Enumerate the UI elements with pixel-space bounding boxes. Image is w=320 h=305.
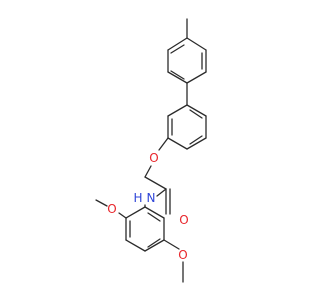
meta-methoxy-oxygen-label: O [178, 248, 187, 262]
top-phenyl-ring [167, 37, 207, 84]
bond-aryl-ortho-oxygen [118, 212, 127, 219]
ortho-methoxy-oxygen-label: O [107, 202, 116, 216]
bond-oxygen-ch2 [144, 165, 152, 178]
bond-ch2-carbonyl [144, 176, 167, 190]
carbonyl-oxygen-label: O [179, 213, 188, 227]
amide-nitrogen-label: N [147, 191, 156, 205]
amide-hydrogen-label: H [133, 191, 142, 205]
middle-phenyl-ring [167, 104, 207, 150]
bond-aryl-oxygen [158, 137, 169, 151]
molecule-structure: O O N H O O [95, 18, 207, 283]
bond-aryl-meta-oxygen [163, 239, 180, 250]
ether-oxygen-label: O [149, 151, 158, 165]
dimethoxyphenyl-ring [125, 206, 165, 252]
bond-carbonyl-nitrogen [156, 188, 167, 197]
bond-ortho-oxygen-methyl [95, 199, 108, 207]
structure-canvas: O O N H O O [95, 18, 207, 283]
